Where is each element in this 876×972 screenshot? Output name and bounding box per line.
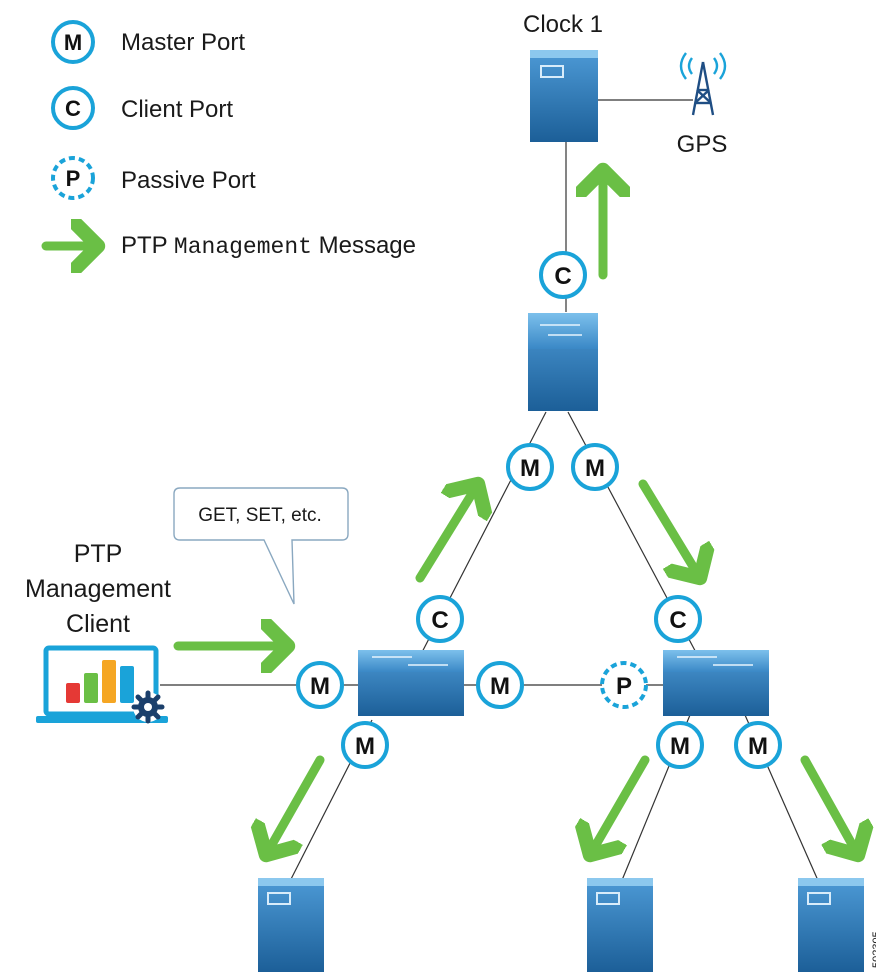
right-switch-icon <box>663 650 769 716</box>
legend-message-suffix: Message <box>312 232 416 259</box>
top-switch-icon <box>528 313 598 411</box>
port-right-passive: P <box>600 661 648 709</box>
port-left-master-pc: M <box>296 661 344 709</box>
client-label-line3: Client <box>66 610 130 638</box>
bottom-server-2-icon <box>587 878 653 972</box>
figure-id: 502305 <box>871 931 876 968</box>
legend-client-letter: C <box>65 96 81 121</box>
legend-master-label: Master Port <box>121 29 245 56</box>
legend-message-prefix: PTP <box>121 232 174 259</box>
port-left-master-right-letter: M <box>490 673 510 700</box>
arrow-right-to-server3 <box>800 755 858 855</box>
port-clock-client-letter: C <box>554 263 571 290</box>
port-top-master-right-letter: M <box>585 455 605 482</box>
laptop-chart-icon <box>36 645 168 723</box>
port-right-master-bottom1-letter: M <box>670 733 690 760</box>
port-right-master-bottom1: M <box>656 721 704 769</box>
clock-1: Clock 1 <box>523 11 603 142</box>
port-left-master-bottom-letter: M <box>355 733 375 760</box>
gps-antenna-icon <box>679 52 727 116</box>
master-port-icon <box>51 20 95 64</box>
arrow-left-to-top <box>415 484 478 583</box>
port-right-client: C <box>654 595 702 643</box>
legend-client-label: Client Port <box>121 96 233 123</box>
legend-passive: P Passive Port <box>51 156 256 200</box>
clock-server-icon <box>530 50 598 142</box>
legend-message: PTP Management Message <box>41 232 416 260</box>
bottom-server-1-icon <box>258 878 324 972</box>
left-switch-icon <box>358 650 464 716</box>
clock-label: Clock 1 <box>523 11 603 38</box>
bottom-server-3-icon <box>798 878 864 972</box>
legend-master-letter: M <box>64 30 82 55</box>
port-left-client: C <box>416 595 464 643</box>
legend-message-label: PTP Management Message <box>121 232 416 260</box>
port-left-master-bottom: M <box>341 721 389 769</box>
legend: M Master Port C Client Port P Passive Po… <box>41 20 416 260</box>
port-right-client-letter: C <box>669 607 686 634</box>
ports: C M M C C M M P <box>296 251 782 769</box>
ptp-management-client: PTP Management Client <box>25 540 171 724</box>
arrow-right-to-server2 <box>590 755 650 855</box>
legend-message-code: Management <box>174 234 312 260</box>
port-clock-client: C <box>539 251 587 299</box>
callout-text: GET, SET, etc. <box>198 505 322 526</box>
client-label-line1: PTP <box>74 540 123 568</box>
arrow-left-to-server1 <box>266 755 325 855</box>
legend-master: M Master Port <box>51 20 245 64</box>
gps-label: GPS <box>677 131 728 158</box>
port-right-master-bottom2: M <box>734 721 782 769</box>
port-top-master-left-letter: M <box>520 455 540 482</box>
message-arrows <box>173 170 858 855</box>
legend-passive-letter: P <box>66 166 81 191</box>
port-top-master-left: M <box>506 443 554 491</box>
legend-passive-label: Passive Port <box>121 167 256 194</box>
callout-bubble: GET, SET, etc. <box>173 487 349 605</box>
port-left-client-letter: C <box>431 607 448 634</box>
port-right-master-bottom2-letter: M <box>748 733 768 760</box>
arrow-top-to-right <box>638 479 700 578</box>
port-right-passive-letter: P <box>616 673 632 700</box>
legend-client: C Client Port <box>51 86 233 130</box>
port-left-master-right: M <box>476 661 524 709</box>
port-left-master-pc-letter: M <box>310 673 330 700</box>
gps: GPS <box>677 52 728 158</box>
gear-icon <box>131 690 165 724</box>
passive-port-icon <box>51 156 95 200</box>
client-label-line2: Management <box>25 575 171 603</box>
client-port-icon <box>51 86 95 130</box>
port-top-master-right: M <box>571 443 619 491</box>
